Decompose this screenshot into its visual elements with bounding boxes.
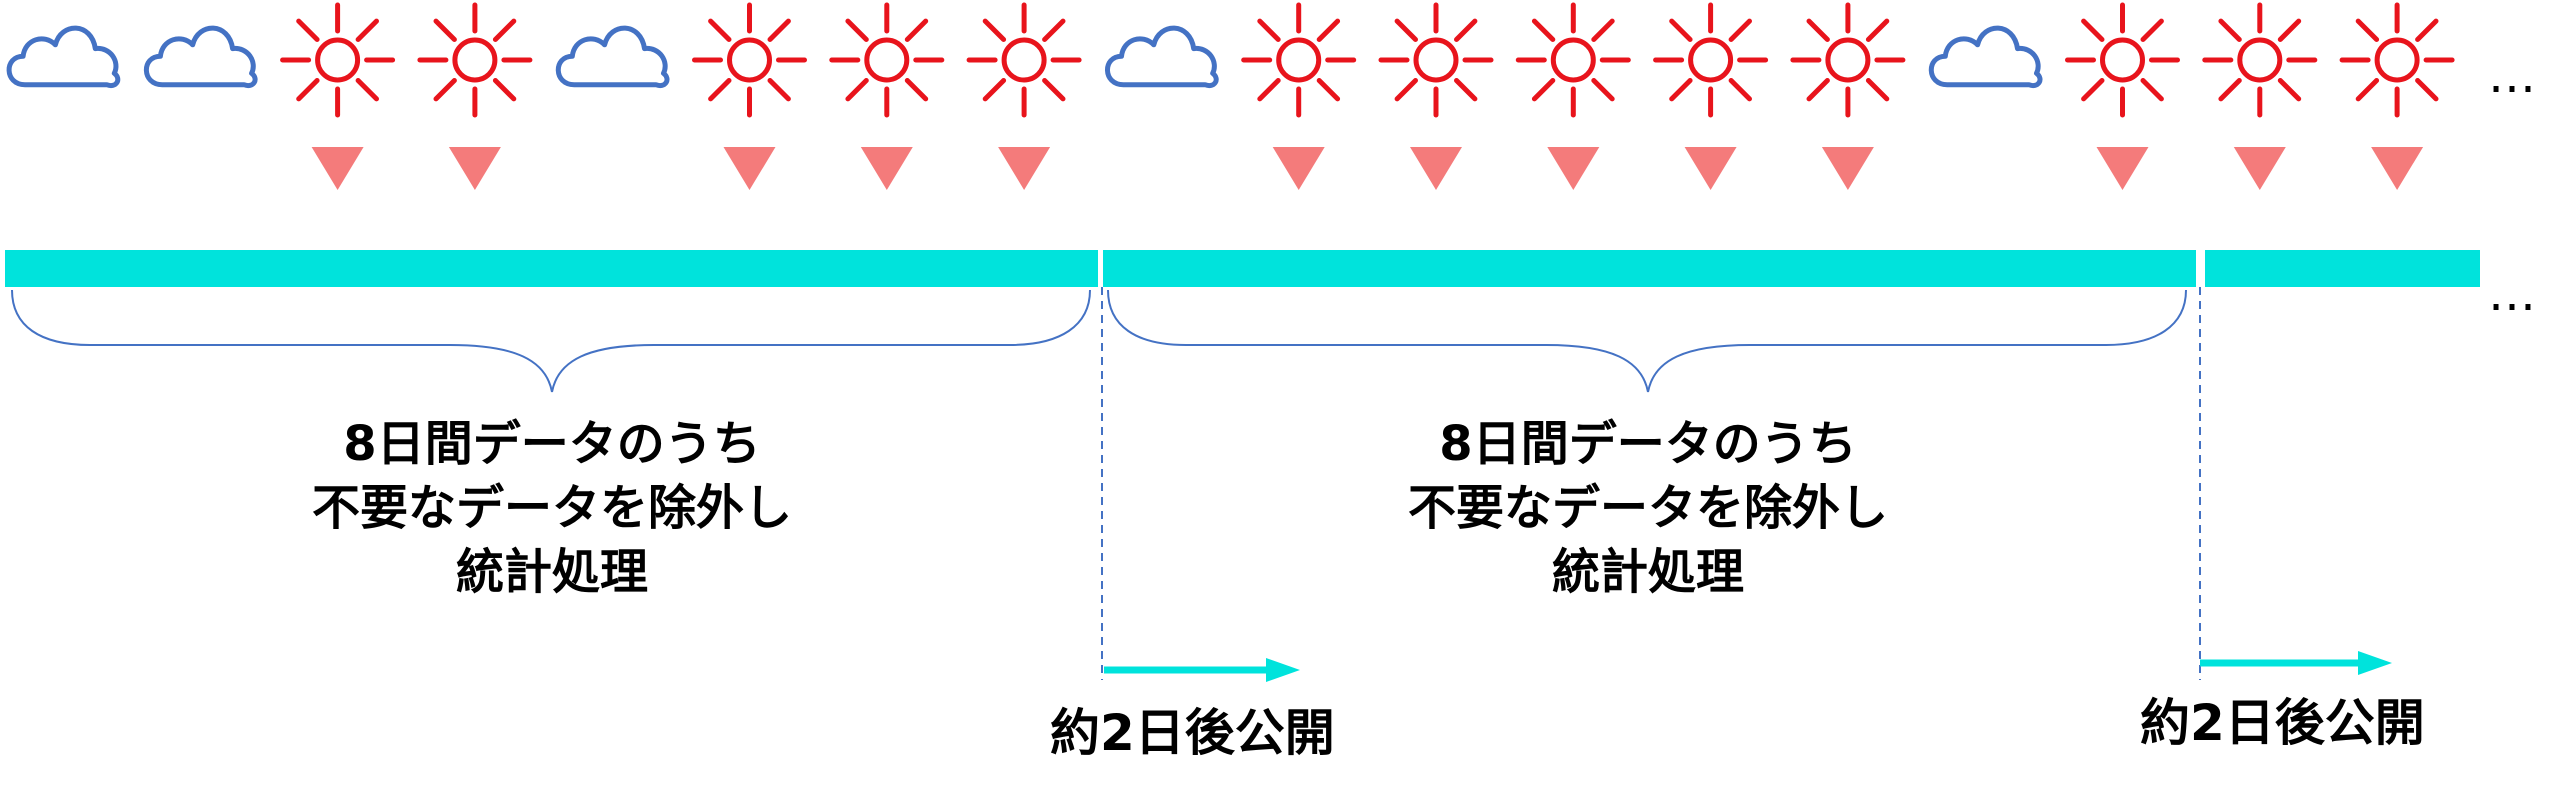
selected-day-marker bbox=[2371, 147, 2424, 190]
selected-day-marker bbox=[2233, 147, 2286, 190]
period-description-line: 不要なデータを除外し bbox=[311, 480, 792, 536]
continuation-ellipsis-icons: … bbox=[2488, 48, 2540, 104]
sun-icon bbox=[2065, 2, 2180, 118]
release-label-2: 約2日後公開 bbox=[2140, 694, 2425, 752]
period-bar-2 bbox=[1103, 250, 2196, 287]
period-bar-1 bbox=[5, 250, 1098, 287]
release-label-1: 約2日後公開 bbox=[1050, 704, 1335, 762]
selected-day-marker bbox=[1684, 147, 1737, 190]
cloud-icon bbox=[143, 25, 258, 89]
sun-icon bbox=[692, 2, 807, 118]
sun-icon bbox=[1653, 2, 1769, 118]
selected-day-marker bbox=[1821, 147, 1874, 190]
period-description-line: 統計処理 bbox=[1551, 544, 1744, 600]
sun-icon bbox=[1378, 2, 1494, 118]
selected-day-marker bbox=[1272, 147, 1325, 190]
sun-icon bbox=[966, 2, 1082, 118]
selected-day-marker bbox=[448, 147, 501, 190]
sun-icon bbox=[280, 2, 396, 118]
period-description-line: 8日間データのうち bbox=[343, 416, 761, 472]
period-description-1: 8日間データのうち 不要なデータを除外し 統計処理 bbox=[202, 412, 902, 604]
selected-day-marker bbox=[723, 147, 776, 190]
period-description-line: 不要なデータを除外し bbox=[1407, 480, 1888, 536]
cloud-icon bbox=[6, 25, 121, 89]
continuation-ellipsis-bars: … bbox=[2488, 266, 2540, 322]
selected-day-marker bbox=[1547, 147, 1600, 190]
period-description-2: 8日間データのうち 不要なデータを除外し 統計処理 bbox=[1298, 412, 1998, 604]
selected-day-marker bbox=[860, 147, 913, 190]
release-arrow-1 bbox=[1104, 658, 1300, 682]
selected-day-markers bbox=[311, 147, 2424, 190]
period-description-line: 統計処理 bbox=[455, 544, 648, 600]
sun-icon bbox=[1790, 2, 1906, 118]
selected-day-marker bbox=[2096, 147, 2149, 190]
period-brace-2 bbox=[1107, 289, 2187, 393]
selected-day-marker bbox=[1410, 147, 1462, 190]
cloud-icon bbox=[1105, 25, 1219, 89]
period-brace-1 bbox=[11, 289, 1091, 393]
weather-icons-row bbox=[6, 2, 2455, 118]
sun-icon bbox=[2202, 2, 2318, 118]
sun-icon bbox=[829, 2, 945, 118]
cloud-icon bbox=[1928, 25, 2043, 89]
sun-icon bbox=[1515, 2, 1631, 118]
sun-icon bbox=[2339, 2, 2455, 118]
sun-icon bbox=[1241, 2, 1357, 118]
release-arrow-2 bbox=[2200, 651, 2392, 675]
period-description-line: 8日間データのうち bbox=[1439, 416, 1857, 472]
sun-icon bbox=[417, 2, 533, 118]
period-bar-3 bbox=[2205, 250, 2480, 287]
cloud-icon bbox=[555, 25, 670, 89]
selected-day-marker bbox=[311, 147, 364, 190]
selected-day-marker bbox=[998, 147, 1051, 190]
